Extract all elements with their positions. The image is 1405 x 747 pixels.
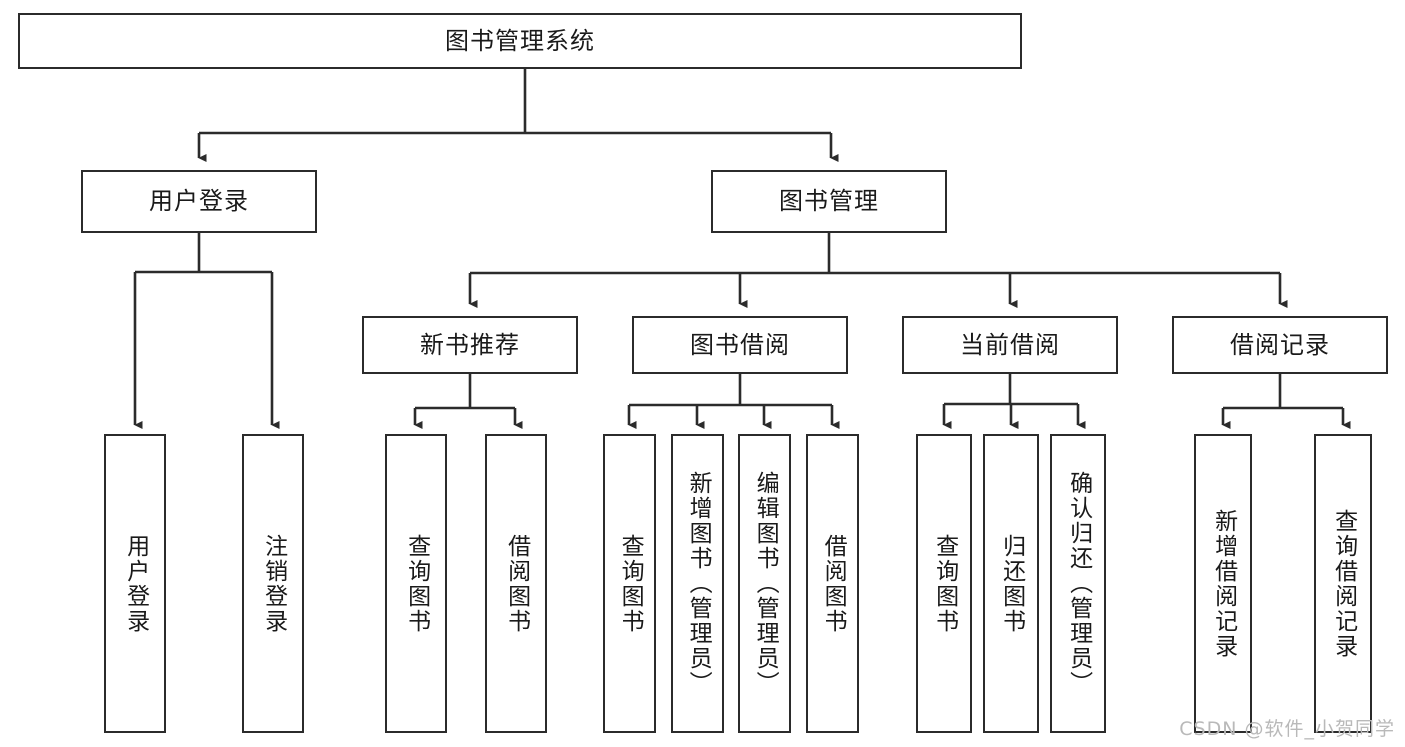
node-root-label: 图书管理系统 (445, 26, 595, 55)
leaf-borrow-book-2-label: 借阅图书 (820, 533, 847, 634)
node-book-borrow[interactable]: 图书借阅 (632, 316, 848, 374)
node-root[interactable]: 图书管理系统 (18, 13, 1022, 69)
leaf-query-record-label: 查询借阅记录 (1330, 508, 1357, 659)
leaf-borrow-book-1-label: 借阅图书 (503, 533, 530, 634)
leaf-query-record[interactable]: 查询借阅记录 (1314, 434, 1372, 733)
leaf-borrow-book-1[interactable]: 借阅图书 (485, 434, 547, 733)
node-current-borrow[interactable]: 当前借阅 (902, 316, 1118, 374)
node-book-manage-label: 图书管理 (779, 187, 879, 216)
leaf-borrow-book-2[interactable]: 借阅图书 (806, 434, 859, 733)
leaf-query-book-1[interactable]: 查询图书 (385, 434, 447, 733)
node-borrow-record-label: 借阅记录 (1230, 330, 1330, 359)
leaf-add-record[interactable]: 新增借阅记录 (1194, 434, 1252, 733)
leaf-user-login-label: 用户登录 (122, 533, 149, 634)
leaf-query-book-1-label: 查询图书 (403, 533, 430, 634)
leaf-confirm-return[interactable]: 确认归还（管理员） (1050, 434, 1106, 733)
leaf-confirm-return-label: 确认归还（管理员） (1065, 471, 1092, 696)
leaf-edit-book[interactable]: 编辑图书（管理员） (738, 434, 791, 733)
leaf-logout-label: 注销登录 (260, 533, 287, 634)
node-user-login-label: 用户登录 (149, 187, 249, 216)
leaf-query-book-3-label: 查询图书 (931, 533, 958, 634)
node-user-login[interactable]: 用户登录 (81, 170, 317, 233)
node-book-manage[interactable]: 图书管理 (711, 170, 947, 233)
node-new-book-recommend-label: 新书推荐 (420, 330, 520, 359)
leaf-query-book-3[interactable]: 查询图书 (916, 434, 972, 733)
leaf-add-book-label: 新增图书（管理员） (685, 471, 712, 696)
leaf-add-book[interactable]: 新增图书（管理员） (671, 434, 724, 733)
node-book-borrow-label: 图书借阅 (690, 330, 790, 359)
leaf-return-book-label: 归还图书 (998, 533, 1025, 634)
leaf-query-book-2[interactable]: 查询图书 (603, 434, 656, 733)
node-borrow-record[interactable]: 借阅记录 (1172, 316, 1388, 374)
leaf-user-login[interactable]: 用户登录 (104, 434, 166, 733)
node-new-book-recommend[interactable]: 新书推荐 (362, 316, 578, 374)
node-current-borrow-label: 当前借阅 (960, 330, 1060, 359)
leaf-return-book[interactable]: 归还图书 (983, 434, 1039, 733)
leaf-query-book-2-label: 查询图书 (617, 533, 644, 634)
csdn-watermark: CSDN @软件_小贺同学 (1179, 718, 1395, 740)
leaf-logout[interactable]: 注销登录 (242, 434, 304, 733)
leaf-edit-book-label: 编辑图书（管理员） (752, 471, 779, 696)
leaf-add-record-label: 新增借阅记录 (1210, 508, 1237, 659)
